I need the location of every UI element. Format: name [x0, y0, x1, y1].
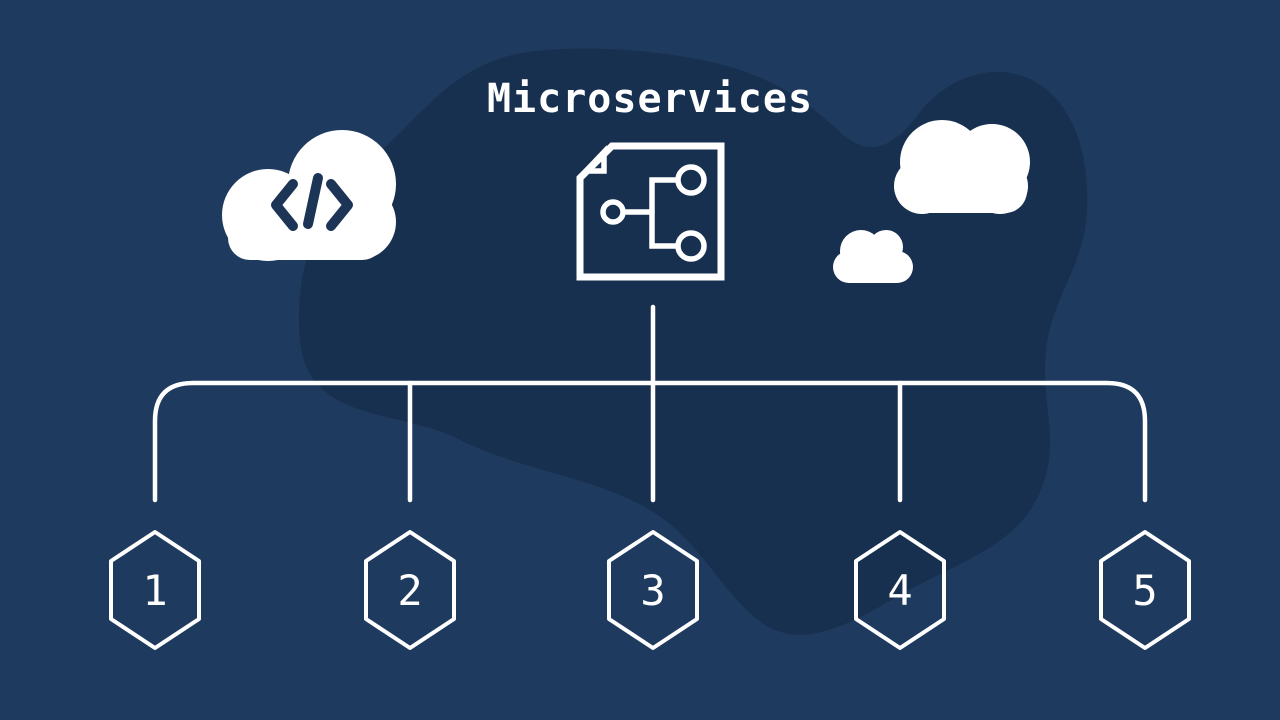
node-number: 1	[142, 566, 167, 615]
hexagon-node-3: 3	[607, 530, 699, 650]
background-blob	[298, 48, 1088, 635]
hexagon-node-5: 5	[1099, 530, 1191, 650]
page-title: Microservices	[487, 76, 813, 122]
cloud-large-icon	[894, 120, 1030, 214]
code-icon	[271, 173, 353, 231]
document-diagram-icon	[576, 142, 725, 281]
node-number: 2	[397, 566, 422, 615]
hexagon-node-1: 1	[109, 530, 201, 650]
cloud-code-icon	[222, 130, 396, 261]
node-number: 3	[640, 566, 665, 615]
cloud-shape	[228, 216, 384, 260]
node-number: 4	[887, 566, 912, 615]
folded-corner-icon	[579, 145, 607, 174]
connector-rail	[152, 380, 1148, 503]
cloud-small-icon	[833, 230, 913, 283]
connector-tree	[152, 304, 1148, 503]
node-number: 5	[1132, 566, 1157, 615]
hexagon-node-2: 2	[364, 530, 456, 650]
hexagon-node-4: 4	[854, 530, 946, 650]
